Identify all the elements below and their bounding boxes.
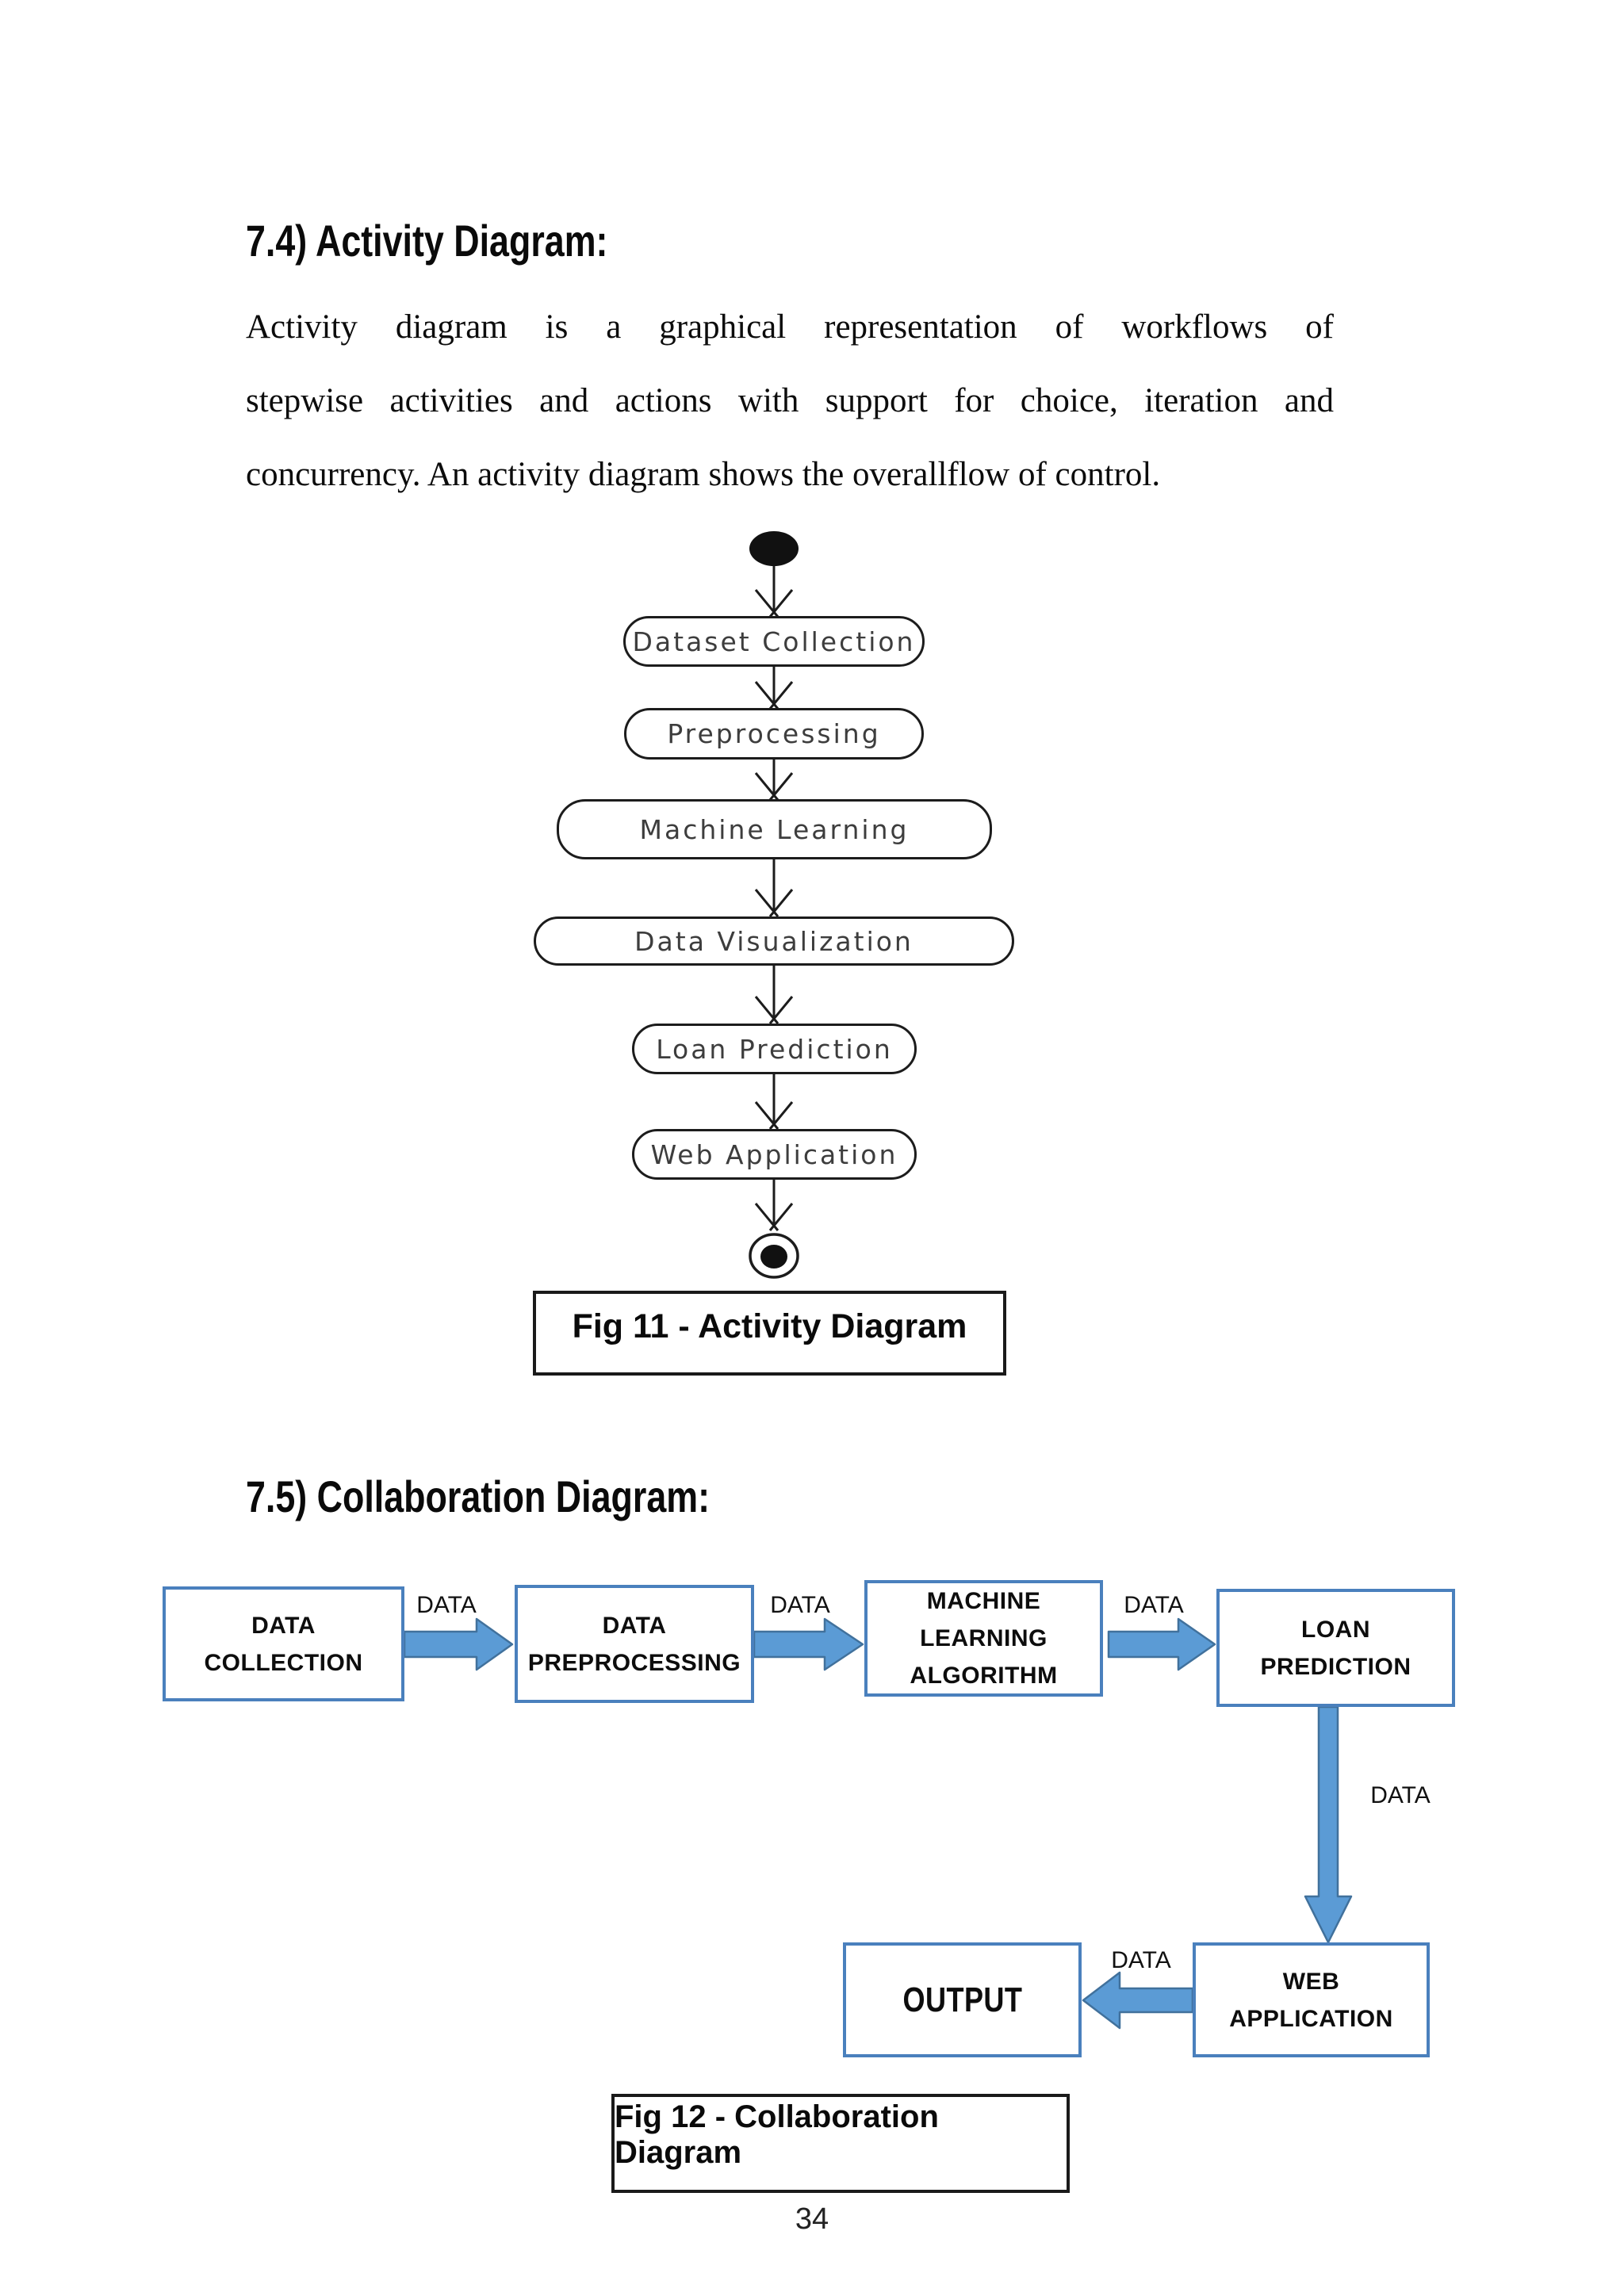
activity-node-data-visualization: Data Visualization (534, 916, 1014, 966)
paragraph-line: concurrency. An activity diagram shows t… (246, 456, 1161, 493)
paragraph-line: stepwise activities and actions with sup… (246, 382, 1334, 419)
activity-start-node (749, 531, 799, 566)
collab-box-line: DATA (602, 1612, 667, 1639)
collab-box-line: LEARNING (920, 1625, 1048, 1651)
arrow-ml-to-loan (1107, 1617, 1216, 1671)
collab-box-web-application: WEB APPLICATION (1193, 1942, 1430, 2057)
page-number: 34 (795, 2202, 829, 2236)
collab-box-line: PREPROCESSING (527, 1649, 741, 1676)
fig12-caption-text: Fig 12 - Collaboration Diagram (615, 2099, 939, 2170)
arrow-collection-to-preprocessing (403, 1617, 514, 1671)
paragraph-line: Activity diagram is a graphical represen… (246, 308, 1334, 346)
activity-node-loan-prediction: Loan Prediction (632, 1024, 917, 1074)
activity-node-dataset-collection: Dataset Collection (623, 616, 925, 667)
collab-box-data-preprocessing: DATA PREPROCESSING (515, 1585, 754, 1703)
edge-label-data-2: DATA (770, 1592, 830, 1618)
section-7-5-heading-text: 7.5) Collaboration Diagram: (246, 1471, 710, 1521)
activity-flow-arrows (754, 566, 794, 1231)
collab-box-line: APPLICATION (1229, 2005, 1393, 2032)
arrow-loan-to-webapp (1304, 1705, 1353, 1944)
edge-label-data-5: DATA (1111, 1947, 1171, 1973)
activity-end-node (749, 1233, 799, 1279)
edge-label-data-3: DATA (1124, 1592, 1184, 1618)
collab-box-line: COLLECTION (204, 1649, 363, 1676)
activity-paragraph: Activity diagram is a graphical represen… (246, 290, 1334, 511)
activity-node-machine-learning: Machine Learning (557, 799, 992, 859)
collab-box-line: ALGORITHM (910, 1663, 1058, 1689)
collab-box-line: PREDICTION (1260, 1653, 1411, 1680)
collab-box-output: OUTPUT (843, 1942, 1082, 2057)
section-7-4-heading: 7.4) Activity Diagram: (246, 216, 699, 266)
arrow-preprocessing-to-ml (753, 1617, 864, 1671)
collab-box-line: WEB (1282, 1968, 1340, 1995)
fig11-caption-box: Fig 11 - Activity Diagram (533, 1291, 1006, 1376)
edge-label-data-4: DATA (1370, 1782, 1431, 1808)
fig11-caption-text: Fig 11 - Activity Diagram (572, 1307, 967, 1345)
collab-box-line: LOAN (1301, 1616, 1370, 1643)
collab-box-line: MACHINE (926, 1588, 1041, 1614)
arrow-webapp-to-output (1082, 1971, 1194, 2030)
collab-box-loan-prediction: LOAN PREDICTION (1216, 1589, 1455, 1707)
collab-box-data-collection: DATA COLLECTION (163, 1586, 404, 1701)
section-7-5-heading: 7.5) Collaboration Diagram: (246, 1471, 825, 1522)
fig12-caption-box: Fig 12 - Collaboration Diagram (611, 2094, 1070, 2193)
activity-node-preprocessing: Preprocessing (624, 708, 924, 760)
collab-box-machine-learning-algorithm: MACHINE LEARNING ALGORITHM (864, 1580, 1103, 1697)
collaboration-arrows (403, 1617, 1353, 2030)
collab-box-line: DATA (251, 1612, 316, 1639)
edge-label-data-1: DATA (416, 1592, 477, 1618)
activity-node-web-application: Web Application (632, 1129, 917, 1180)
collab-box-line: OUTPUT (902, 1980, 1022, 2019)
section-7-4-heading-text: 7.4) Activity Diagram: (246, 216, 608, 266)
